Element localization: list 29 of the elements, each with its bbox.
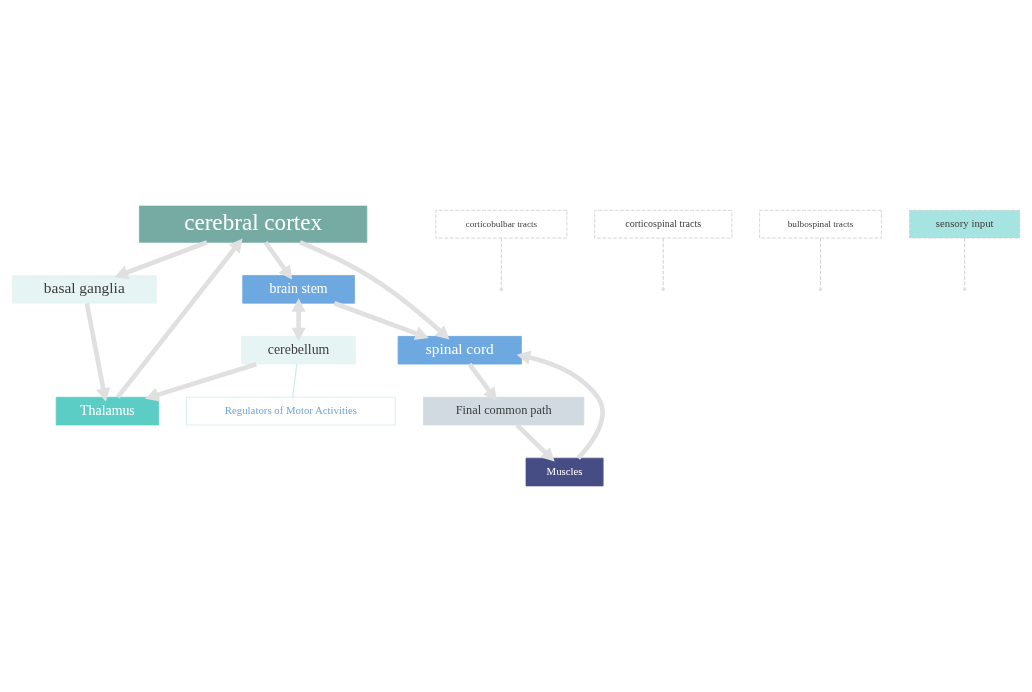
connector (500, 237, 502, 289)
arrow (333, 301, 429, 341)
connector (820, 237, 821, 289)
node-box: corticobulbar tracts (435, 209, 568, 239)
arrow (263, 241, 293, 280)
arrow (515, 423, 555, 462)
arrow (115, 238, 243, 399)
node-box: Thalamus (55, 396, 160, 426)
node-box: brain stem (242, 275, 355, 304)
arrow (84, 303, 111, 402)
arrow (145, 361, 257, 402)
node-box: corticospinal tracts (594, 209, 733, 239)
connector (292, 363, 298, 398)
connector (662, 237, 664, 289)
arrow (114, 240, 208, 280)
node-box: spinal cord (397, 335, 522, 365)
arrow (516, 350, 605, 460)
node-box: basal ganglia (11, 275, 157, 304)
arrow (467, 362, 497, 402)
node-box: cerebral cortex (139, 205, 368, 243)
node-box: cerebellum (241, 335, 357, 365)
node-box: Final common path (423, 396, 585, 426)
arrow (299, 240, 450, 340)
node-box: Muscles (525, 457, 604, 487)
connector (964, 237, 966, 289)
node-box: bulbospinal tracts (759, 209, 882, 239)
arrow (291, 298, 306, 342)
node-box: sensory input (909, 209, 1021, 239)
node-box: Regulators of Motor Activities (186, 396, 396, 426)
